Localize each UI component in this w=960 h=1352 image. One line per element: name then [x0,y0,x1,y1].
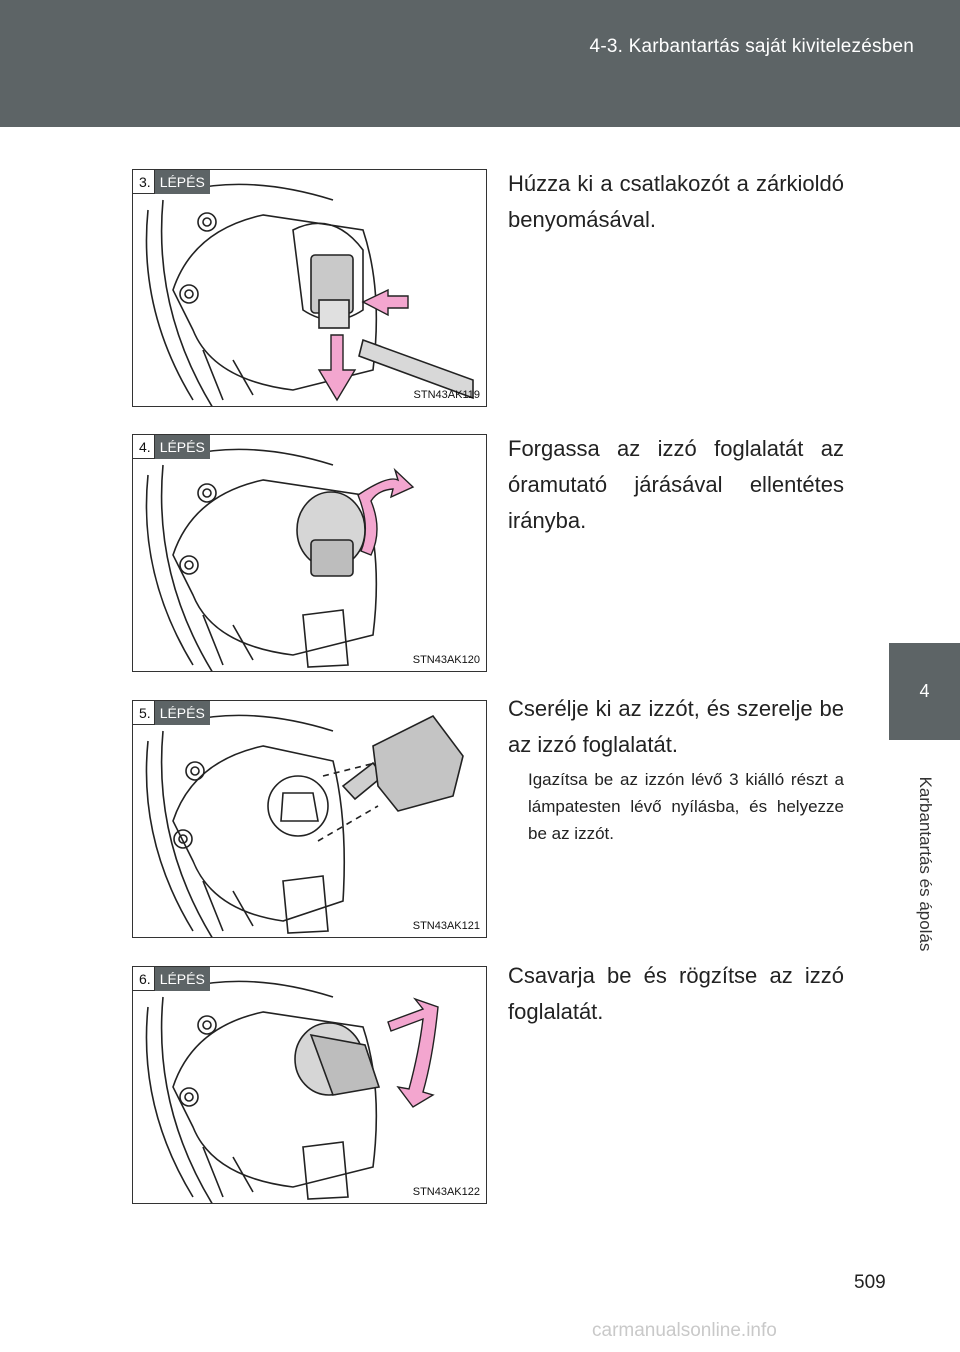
step-label: LÉPÉS [154,701,210,725]
step-6-text: Csavarja be és rögzítse az izzó foglalat… [508,963,844,1024]
chapter-number: 4 [919,681,930,701]
figure-code: STN43AK122 [412,1186,480,1198]
rotate-cw-arrow-icon [387,997,439,1108]
pull-arrow-icon [317,334,357,402]
bulb-socket-rotate-illustration [145,448,415,671]
step-label: LÉPÉS [154,435,210,459]
step-5-text: Cserélje ki az izzót, és szerelje be az … [508,696,844,757]
section-title: 4-3. Karbantartás saját kivitelezésben [589,36,914,57]
chapter-label-box: Karbantartás és ápolás [889,740,960,988]
step-3-text: Húzza ki a csatlakozót a zárkioldó benyo… [508,171,844,232]
page-number: 509 [854,1272,886,1293]
chapter-number-box: 4 [889,643,960,740]
step-3-figure: 3. LÉPÉS STN43AK119 [132,169,487,407]
step-5-figure: 5. LÉPÉS STN43AK121 [132,700,487,938]
step-number: 3. [133,170,155,194]
step-6-figure: 6. LÉPÉS STN43AK122 [132,966,487,1204]
step-number: 6. [133,967,155,991]
step-badge: 4. LÉPÉS [133,435,210,459]
push-arrow-icon [361,288,409,317]
bulb-replace-illustration [145,714,464,937]
step-4-text: Forgassa az izzó foglalatát az óramutató… [508,436,844,533]
figure-code: STN43AK119 [413,389,480,401]
step-5-note: Igazítsa be az izzón lévő 3 kiálló részt… [528,770,844,843]
figure-code: STN43AK120 [412,654,480,666]
step-label: LÉPÉS [154,170,210,194]
step-4-figure: 4. LÉPÉS STN43AK120 [132,434,487,672]
rotate-ccw-arrow-icon [357,467,415,556]
step-badge: 5. LÉPÉS [133,701,210,725]
watermark: carmanualsonline.info [592,1320,777,1341]
page-header: 4-3. Karbantartás saját kivitelezésben [0,0,960,127]
step-badge: 3. LÉPÉS [133,170,210,194]
chapter-label: Karbantartás és ápolás [915,776,935,952]
bulb-socket-tighten-illustration [145,980,439,1203]
step-number: 4. [133,435,155,459]
headlamp-connector-illustration [145,183,474,406]
figure-code: STN43AK121 [412,920,480,932]
step-badge: 6. LÉPÉS [133,967,210,991]
step-number: 5. [133,701,155,725]
step-label: LÉPÉS [154,967,210,991]
